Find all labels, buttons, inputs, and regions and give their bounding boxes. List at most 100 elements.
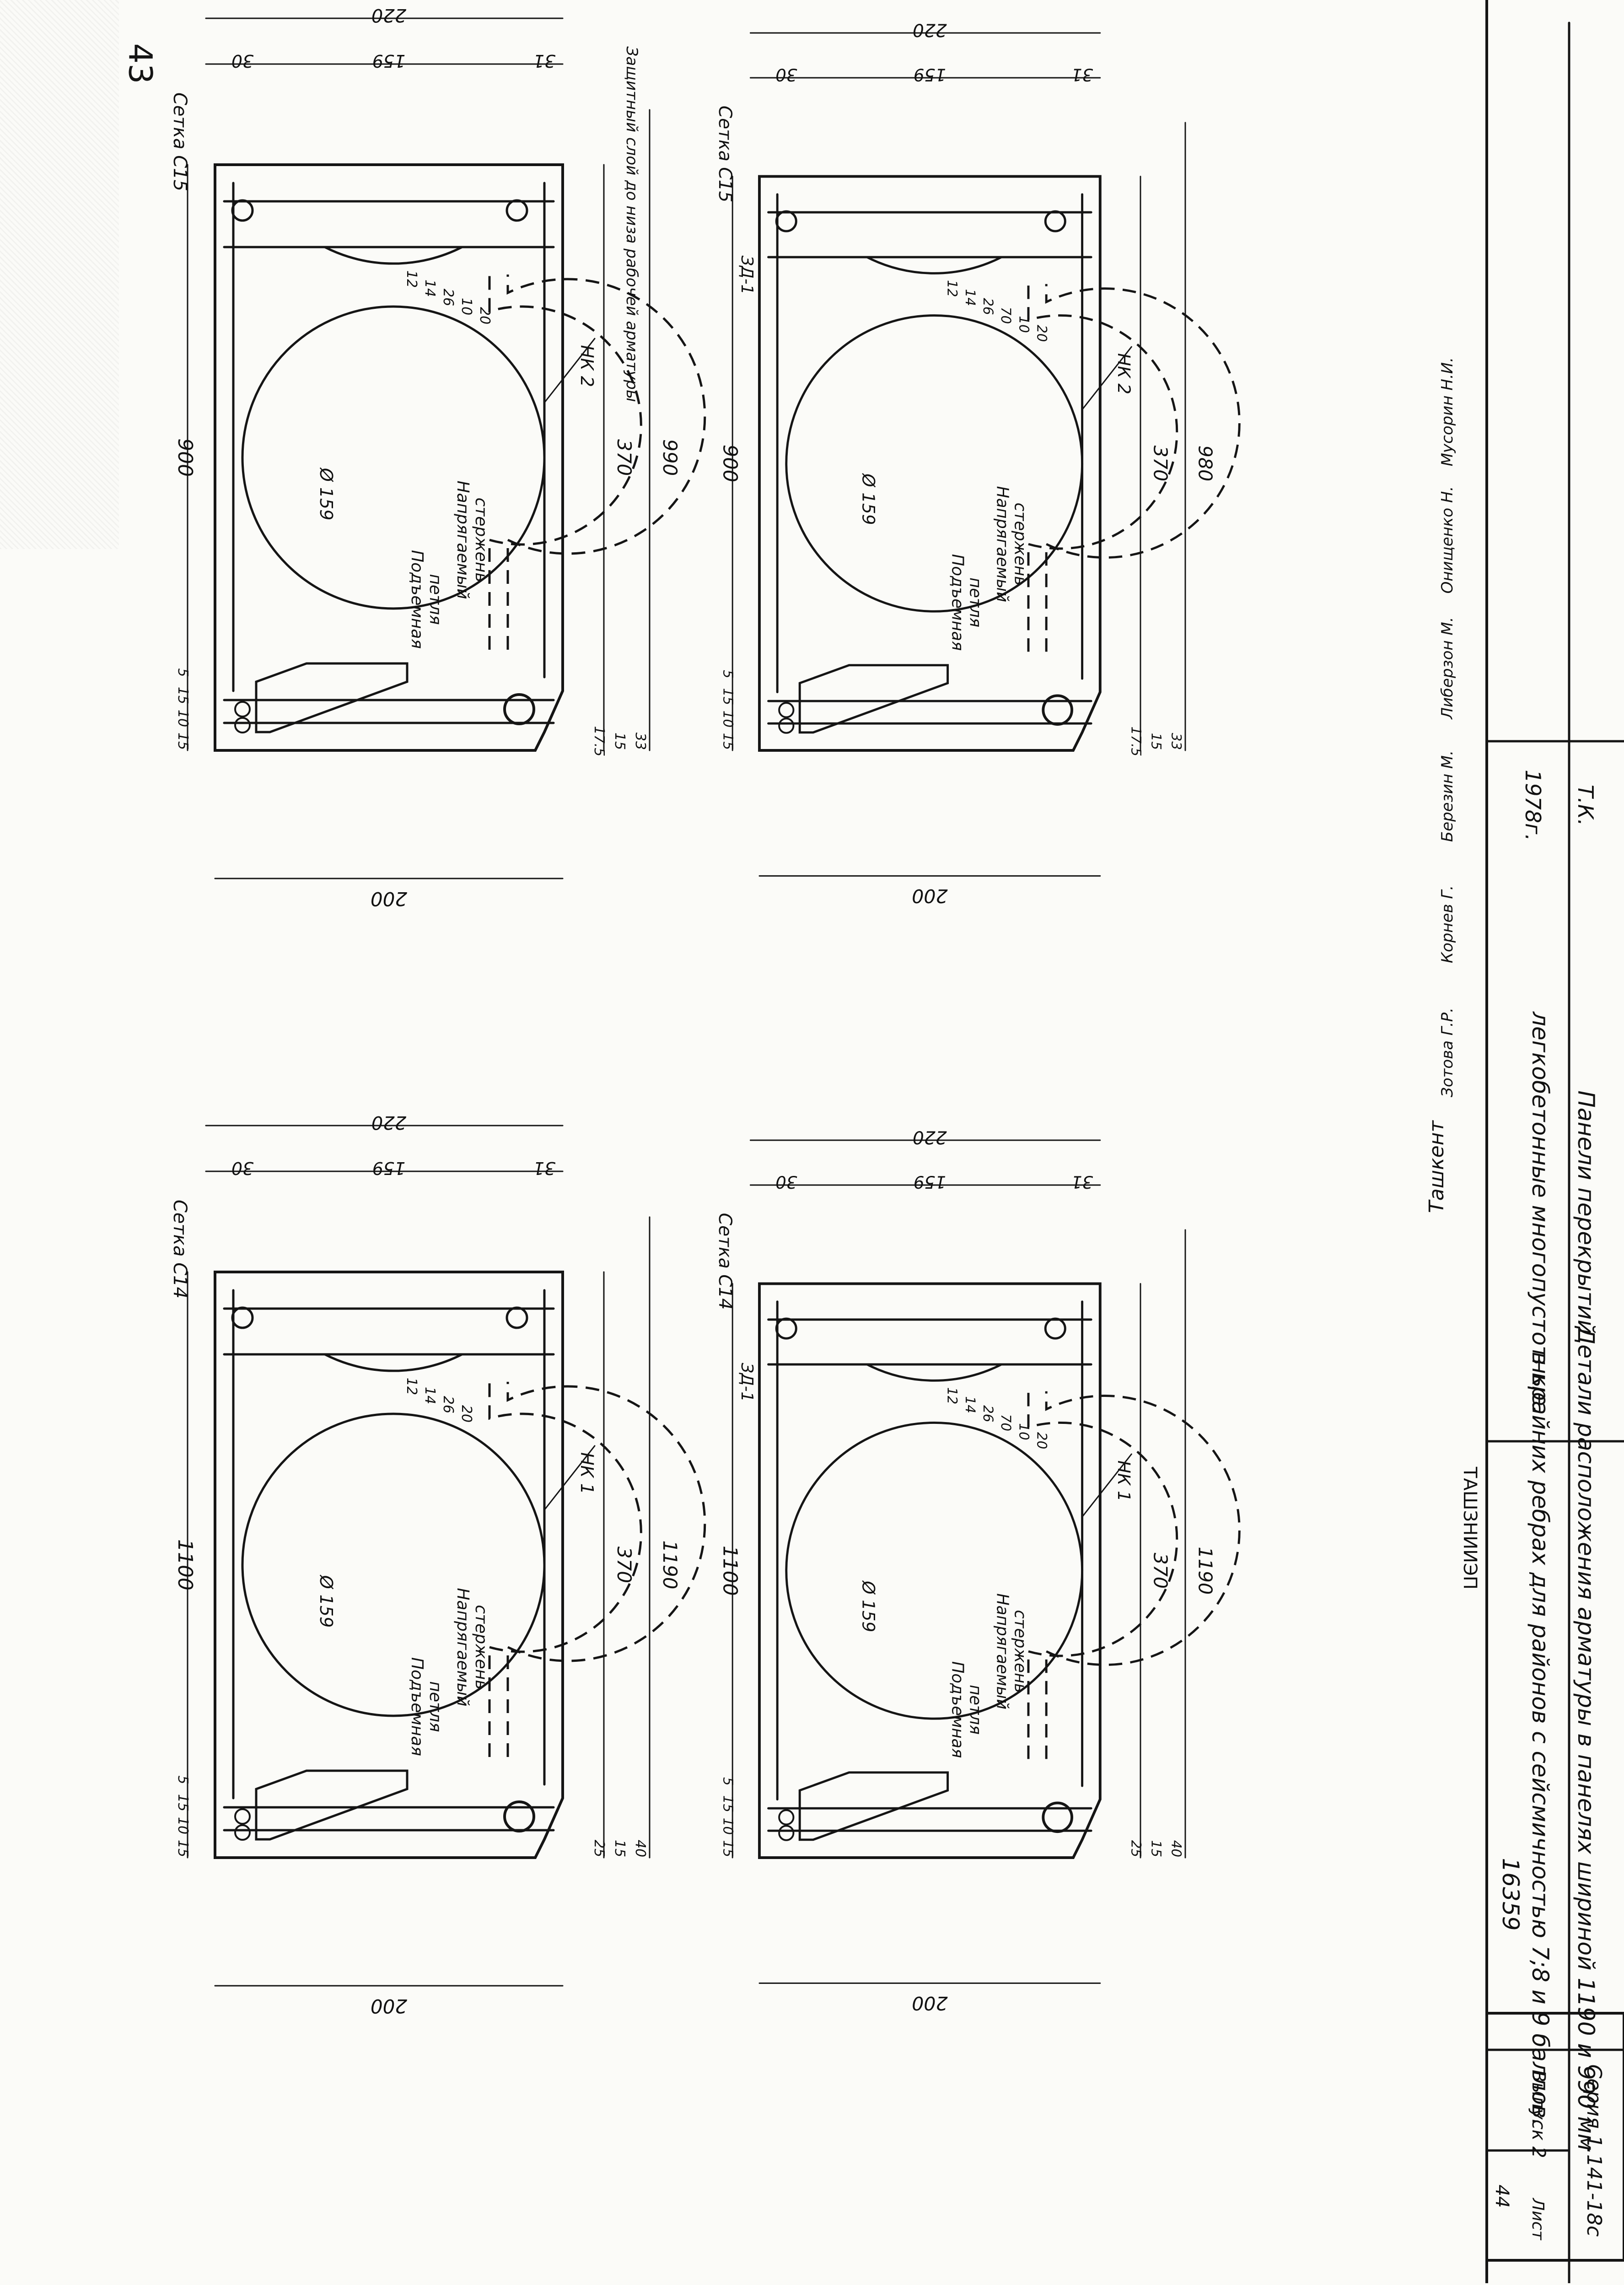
signature: Зотова Г.Р.: [1438, 1008, 1457, 1097]
next-void-arc: [324, 1353, 463, 1372]
series: Серия 1.141-18с: [1582, 2064, 1606, 2237]
dim-left: 10: [721, 711, 736, 728]
dim-small: 20: [477, 307, 493, 324]
diameter-label: Ø 159: [316, 467, 336, 521]
loop-label: Подъемная: [408, 1657, 426, 1756]
dim-top: 900: [719, 445, 742, 482]
cover-note: Защитный слой до низа рабочей арматуры: [623, 46, 641, 402]
dim-small: 14: [963, 1396, 978, 1413]
sheet-label: Лист: [1528, 2197, 1547, 2240]
loop-label: Подъемная: [948, 554, 967, 651]
dim-side: 159: [914, 65, 946, 85]
nk-leader: [543, 1445, 596, 1511]
mesh-rod: [231, 1306, 254, 1329]
mesh-rod: [505, 199, 528, 222]
dim-small: 20: [1034, 1432, 1050, 1449]
lifting-loop: [1045, 284, 1241, 652]
dim-bottom: 25: [591, 1840, 607, 1857]
diameter-label: Ø 159: [316, 1574, 336, 1628]
nk-leader: [1081, 346, 1132, 410]
mesh-rod: [778, 1825, 795, 1841]
dim-left: 5: [175, 668, 191, 677]
prestressed-rod: [1042, 694, 1074, 726]
dim-left: 15: [721, 733, 736, 750]
dim-small: 70: [998, 1414, 1014, 1431]
signature: Мусорин Н.И.: [1438, 357, 1457, 466]
product-line-1: Панели перекрытий: [1573, 1090, 1599, 1335]
dim-small: 26: [440, 1396, 456, 1413]
loop-label: петля: [426, 574, 445, 625]
dim-bottom: 15: [1149, 1840, 1164, 1857]
page-number: 43: [121, 43, 159, 84]
strand-label: стержень: [1011, 503, 1030, 586]
org: Ташкент: [1425, 1120, 1448, 1213]
dim-top: 1100: [719, 1546, 742, 1596]
mesh-rod: [234, 701, 251, 717]
nk-label: НК 2: [1114, 353, 1134, 394]
diameter-label: Ø 159: [858, 1580, 878, 1632]
dim-small: 12: [403, 270, 419, 288]
strand-label: Напрягаемый: [993, 486, 1011, 602]
void-circle: [785, 1421, 1084, 1720]
dim-small: 14: [422, 1387, 438, 1404]
nk-label: НК 1: [1114, 1460, 1134, 1502]
dim-left: 15: [721, 688, 736, 705]
rib-outline: [758, 1282, 1102, 1859]
lifting-loop-inner: [1027, 284, 1178, 652]
org-logo: ТАШЗНИИЭП: [1459, 1466, 1480, 1590]
dim-small: 20: [1034, 325, 1050, 342]
loop-label: петля: [966, 577, 985, 627]
strand-label: стержень: [472, 1605, 490, 1689]
mesh-rod: [775, 1317, 797, 1340]
mesh-label: Сетка С15: [715, 106, 735, 203]
dim-side: 220: [913, 1126, 947, 1147]
mesh-rod: [234, 1824, 251, 1841]
dim-left: 5: [721, 1777, 736, 1786]
nk-label: НК 1: [577, 1452, 597, 1494]
dim-small: 70: [998, 307, 1014, 324]
dim-bottom: 40: [1169, 1840, 1184, 1857]
signature: Либерзон М.: [1438, 617, 1457, 720]
sheet-number: 44: [1491, 2185, 1512, 2208]
dim-bottom: 33: [1169, 733, 1184, 750]
dim-side: 159: [372, 1158, 406, 1178]
prestressed-rod: [1042, 1801, 1074, 1833]
dim-small: 26: [980, 298, 996, 315]
signature: Березин М.: [1438, 750, 1457, 842]
strand-label: стержень: [1011, 1610, 1030, 1693]
mesh-label: Сетка С14: [169, 1200, 190, 1299]
chamfer: [798, 1771, 949, 1841]
dim-side: 220: [371, 1112, 406, 1133]
lifting-loop: [1045, 1391, 1241, 1759]
loop-label: петля: [966, 1685, 985, 1735]
dim-left: 15: [175, 1794, 191, 1811]
dim-small: 12: [945, 280, 960, 297]
mesh-rod: [231, 199, 254, 222]
dim-height: 200: [371, 1995, 407, 2017]
mesh-rod: [778, 717, 795, 734]
dim-height: 200: [912, 1992, 948, 2014]
loop-label: петля: [426, 1681, 445, 1732]
dim-side: 30: [231, 51, 253, 71]
chamfer: [255, 662, 409, 733]
dim-bottom: 25: [1128, 1840, 1144, 1857]
dim-side: 159: [372, 51, 406, 71]
dim-left: 10: [721, 1818, 736, 1835]
dim-small: 26: [980, 1405, 996, 1422]
lifting-loop: [506, 1382, 706, 1757]
dim-side: 30: [775, 1172, 797, 1192]
year: 1978г.: [1521, 770, 1545, 841]
dim-side: 220: [913, 19, 947, 40]
dim-side: 31: [1071, 1172, 1093, 1192]
dim-overall: 370: [613, 1547, 635, 1583]
dim-small: 12: [945, 1387, 960, 1404]
dim-small: 26: [440, 289, 456, 306]
nk-label: НК 2: [577, 345, 597, 387]
dim-bottom: 40: [632, 1840, 648, 1857]
next-void-arc: [866, 1363, 1002, 1382]
